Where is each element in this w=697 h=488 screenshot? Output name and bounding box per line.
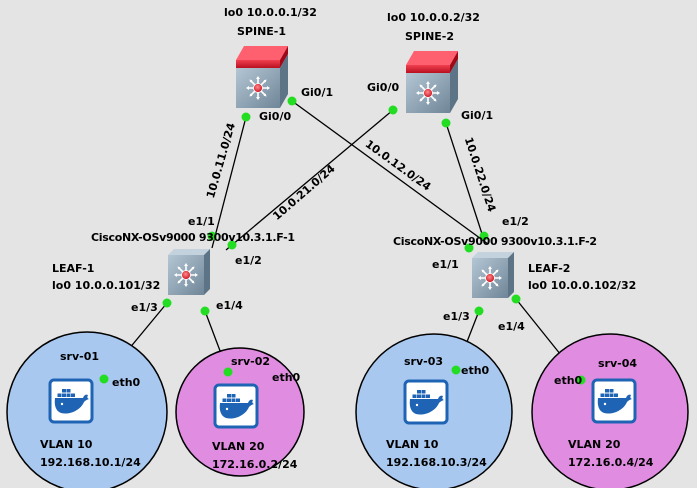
link-spine2-leaf2 (445, 122, 485, 241)
leaf-1-e14-label: e1/4 (216, 299, 243, 312)
link-spine1-leaf2 (291, 100, 489, 245)
port-dots (99, 96, 586, 385)
port-dot[interactable] (479, 231, 489, 241)
spine-1-name: SPINE-1 (237, 25, 287, 38)
port-dot[interactable] (576, 375, 586, 385)
port-dot[interactable] (287, 96, 297, 106)
port-dot[interactable] (241, 112, 251, 122)
spine-2-gi01-label: Gi0/1 (461, 109, 494, 122)
srv-04-iface: eth0 (554, 374, 583, 387)
srv-01-ip: 192.168.10.1/24 (40, 456, 141, 469)
leaf-1-icon[interactable] (168, 249, 210, 295)
srv-04-name: srv-04 (598, 357, 638, 370)
spine-1-gi01-label: Gi0/1 (301, 86, 334, 99)
port-dot[interactable] (162, 298, 172, 308)
srv-03-docker-icon[interactable] (403, 379, 449, 425)
srv-01-docker-icon[interactable] (48, 378, 94, 424)
leaf-1-e12-label: e1/2 (235, 254, 262, 267)
srv-03-vlan: VLAN 10 (386, 438, 439, 451)
links (103, 100, 582, 381)
srv-01-name: srv-01 (60, 350, 100, 363)
srv-03-name: srv-03 (404, 355, 444, 368)
srv-02-name: srv-02 (231, 355, 271, 368)
leaf-2-icon[interactable] (472, 252, 514, 298)
leaf-2-name: LEAF-2 (528, 262, 571, 275)
srv-02-docker-icon[interactable] (213, 383, 259, 429)
link-spine1-leaf1 (211, 116, 247, 249)
leaf-2-e11-label: e1/1 (432, 258, 459, 271)
port-dot[interactable] (441, 118, 451, 128)
spine-1-loopback: lo0 10.0.0.1/32 (224, 6, 317, 19)
port-dot[interactable] (99, 374, 109, 384)
srv-02-iface: eth0 (272, 371, 301, 384)
spine-2-gi00-label: Gi0/0 (367, 81, 400, 94)
port-dot[interactable] (227, 240, 237, 250)
srv-03-iface: eth0 (461, 364, 490, 377)
spine-2-loopback: lo0 10.0.0.2/32 (387, 11, 480, 24)
leaf-2-model: CiscoNX-OSv9000 9300v10.3.1.F-2 (393, 235, 597, 248)
leaf-1-name: LEAF-1 (52, 262, 95, 275)
leaf-1-e13-label: e1/3 (131, 301, 158, 314)
leaf-1-model: CiscoNX-OSv9000 9300v10.3.1.F-1 (91, 231, 295, 244)
spine-1-icon[interactable] (236, 46, 288, 108)
spine-2-name: SPINE-2 (405, 30, 455, 43)
srv-04-docker-icon[interactable] (591, 378, 637, 424)
port-dot[interactable] (200, 306, 210, 316)
leaf-2-loopback: lo0 10.0.0.102/32 (528, 279, 637, 292)
srv-02-ip: 172.16.0.2/24 (212, 458, 298, 471)
port-dot[interactable] (223, 367, 233, 377)
leaf-2-e14-label: e1/4 (498, 320, 525, 333)
srv-01-iface: eth0 (112, 376, 141, 389)
spine-1-gi00-label: Gi0/0 (259, 110, 292, 123)
link-spine2-leaf1 (225, 109, 394, 251)
port-dot[interactable] (451, 365, 461, 375)
port-dot[interactable] (464, 243, 474, 253)
spine-2-icon[interactable] (406, 51, 458, 113)
srv-03-ip: 192.168.10.3/24 (386, 456, 487, 469)
srv-04-vlan: VLAN 20 (568, 438, 621, 451)
leaf-2-e13-label: e1/3 (443, 310, 470, 323)
srv-02-vlan: VLAN 20 (212, 440, 265, 453)
leaf-1-loopback: lo0 10.0.0.101/32 (52, 279, 161, 292)
port-dot[interactable] (207, 231, 217, 241)
srv-01-vlan: VLAN 10 (40, 438, 93, 451)
port-dot[interactable] (388, 105, 398, 115)
port-dot[interactable] (511, 294, 521, 304)
leaf-2-e12-label: e1/2 (502, 215, 529, 228)
srv-04-ip: 172.16.0.4/24 (568, 456, 654, 469)
leaf-1-e11-label: e1/1 (188, 215, 215, 228)
port-dot[interactable] (474, 306, 484, 316)
